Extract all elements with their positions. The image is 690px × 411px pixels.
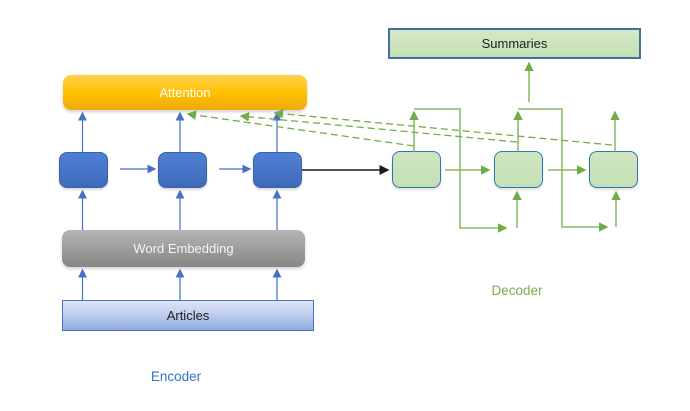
- encoder-section-label: Encoder: [150, 369, 202, 384]
- encoder-cell-1: [59, 152, 108, 188]
- decoder-cell-2: [494, 151, 543, 188]
- attention-link-decoder-cell1: [186, 110, 415, 147]
- encoder-cell-2: [158, 152, 207, 188]
- word-embedding-box: Word Embedding: [62, 230, 305, 267]
- attention-link-decoder-cell3: [273, 109, 613, 146]
- attention-box: Attention: [63, 75, 307, 110]
- decoder-cell-1: [392, 151, 441, 188]
- attention-link-decoder-cell2: [239, 112, 518, 143]
- decoder-cell-3: [589, 151, 638, 188]
- articles-box: Articles: [62, 300, 314, 331]
- encoder-cell-3: [253, 152, 302, 188]
- summaries-box: Summaries: [388, 28, 641, 59]
- decoder-section-label: Decoder: [491, 283, 543, 298]
